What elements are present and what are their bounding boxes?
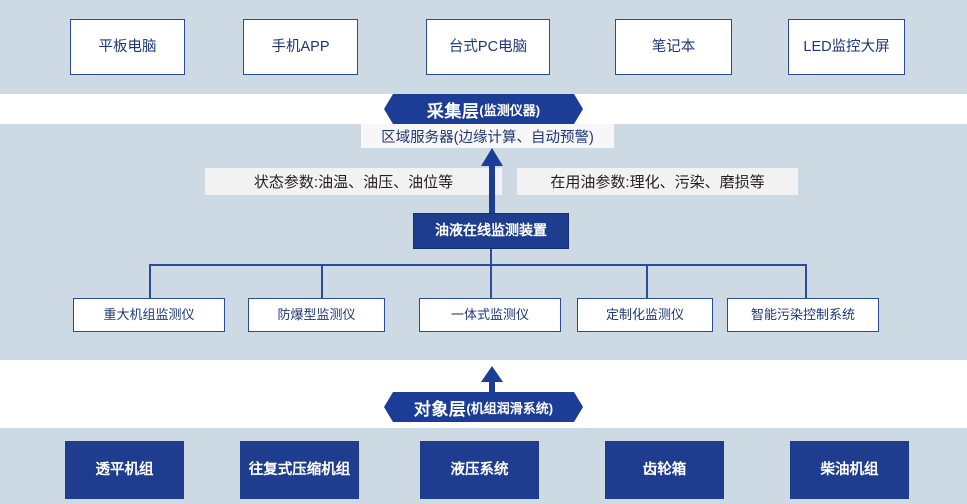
acquisition-badge-subtitle: (监测仪器) — [479, 102, 541, 118]
oil-online-monitoring-device-box[interactable]: 油液在线监测装置 — [413, 213, 569, 249]
tree-drop-line-2 — [321, 264, 323, 298]
upward-arrow-icon-acquisition — [479, 148, 505, 219]
tree-trunk-line — [490, 249, 492, 265]
monitor-box-integrated[interactable]: 一体式监测仪 — [419, 298, 561, 332]
terminal-box-mobile-app[interactable]: 手机APP — [243, 19, 358, 75]
monitor-box-major-unit[interactable]: 重大机组监测仪 — [73, 298, 225, 332]
object-badge-subtitle: (机组润滑系统) — [466, 400, 554, 416]
object-box-hydraulic-system[interactable]: 液压系统 — [420, 441, 539, 499]
terminal-box-laptop[interactable]: 笔记本 — [615, 19, 732, 75]
regional-server-label: 区域服务器(边缘计算、自动预警) — [361, 124, 614, 148]
in-service-oil-parameters-label: 在用油参数:理化、污染、磨损等 — [517, 168, 798, 195]
object-badge-title: 对象层 — [413, 399, 467, 419]
terminal-box-led-screen[interactable]: LED监控大屏 — [788, 19, 905, 75]
tree-drop-line-3 — [490, 264, 492, 298]
terminal-box-tablet[interactable]: 平板电脑 — [70, 19, 185, 75]
tree-drop-line-1 — [149, 264, 151, 298]
monitor-box-explosion-proof[interactable]: 防爆型监测仪 — [248, 298, 385, 332]
upward-arrow-icon-object — [478, 366, 506, 405]
monitor-box-customized[interactable]: 定制化监测仪 — [577, 298, 713, 332]
object-box-reciprocating-compressor[interactable]: 往复式压缩机组 — [240, 441, 359, 499]
monitor-box-smart-contamination-control[interactable]: 智能污染控制系统 — [727, 298, 879, 332]
acquisition-badge-title: 采集层 — [426, 101, 480, 121]
terminal-box-desktop-pc[interactable]: 台式PC电脑 — [426, 19, 550, 75]
object-box-gearbox[interactable]: 齿轮箱 — [605, 441, 724, 499]
acquisition-layer-badge: 采集层 (监测仪器) — [384, 94, 583, 124]
tree-drop-line-4 — [646, 264, 648, 298]
object-box-diesel-unit[interactable]: 柴油机组 — [790, 441, 909, 499]
tree-drop-line-5 — [805, 264, 807, 298]
tree-bus-line — [149, 264, 806, 266]
object-box-turbine-unit[interactable]: 透平机组 — [65, 441, 184, 499]
object-layer-badge: 对象层 (机组润滑系统) — [384, 392, 583, 422]
state-parameters-label: 状态参数:油温、油压、油位等 — [205, 168, 502, 195]
